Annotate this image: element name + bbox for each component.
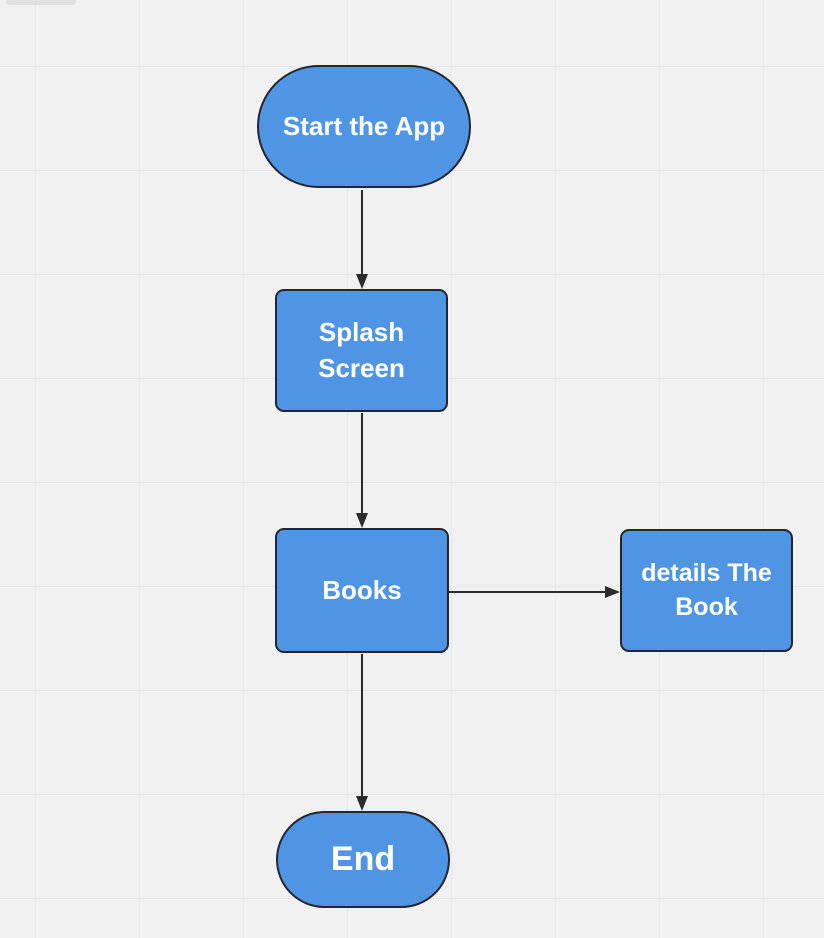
arrowhead-right-icon	[605, 586, 620, 598]
arrowhead-down-icon	[356, 274, 368, 289]
edge-start-to-splash[interactable]	[356, 190, 368, 289]
edge-books-to-end[interactable]	[356, 654, 368, 811]
node-splash-screen[interactable]: Splash Screen	[275, 289, 448, 412]
edge-line	[449, 591, 605, 593]
edge-splash-to-books[interactable]	[356, 413, 368, 528]
node-end-label: End	[330, 839, 396, 878]
node-book-details-label: details The Book	[641, 558, 772, 621]
node-end[interactable]: End	[276, 811, 450, 908]
arrowhead-down-icon	[356, 513, 368, 528]
node-start-label: Start the App	[282, 110, 446, 141]
edge-line	[361, 413, 363, 513]
node-books[interactable]: Books	[275, 528, 449, 653]
edge-books-to-details[interactable]	[449, 586, 620, 598]
node-start[interactable]: Start the App	[257, 65, 471, 188]
top-edge-artifact	[6, 0, 76, 5]
edge-line	[361, 190, 363, 274]
node-splash-screen-label: Splash Screen	[318, 317, 405, 383]
node-book-details[interactable]: details The Book	[620, 529, 793, 652]
edge-line	[361, 654, 363, 796]
node-books-label: Books	[322, 574, 402, 605]
arrowhead-down-icon	[356, 796, 368, 811]
